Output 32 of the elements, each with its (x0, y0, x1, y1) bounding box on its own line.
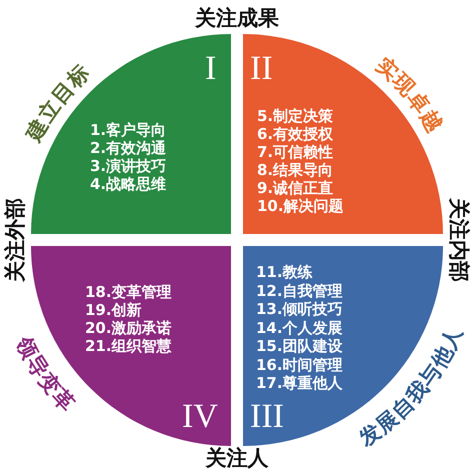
list-item: 8.结果导向 (257, 161, 334, 179)
list-item: 12.自我管理 (256, 282, 343, 300)
list-item: 13.倾听技巧 (256, 300, 343, 318)
roman-numeral: III (250, 400, 284, 434)
list-item: 9.诚信正直 (257, 179, 334, 197)
list-item: 7.可信赖性 (257, 143, 334, 161)
list-item: 10.解决问题 (257, 197, 344, 215)
roman-numeral: II (250, 52, 273, 86)
list-item: 18.变革管理 (85, 283, 172, 301)
list-item: 11.教练 (256, 263, 313, 281)
roman-numeral: I (205, 52, 216, 86)
list-item: 17.尊重他人 (256, 374, 343, 392)
quadrant-heading: 实现卓越 (372, 52, 448, 137)
list-item: 4.战略思维 (90, 175, 166, 193)
list-item: 15.团队建设 (256, 337, 343, 355)
list-item: 1.客户导向 (90, 121, 166, 139)
list-item: 3.演讲技巧 (90, 157, 166, 175)
quadrant-heading: 发展自我与他人 (354, 322, 468, 451)
axis-label: 关注内部 (447, 198, 471, 282)
list-item: 19.创新 (85, 301, 142, 319)
list-item: 14.个人发展 (256, 318, 343, 336)
quadrant-heading: 领导变革 (11, 332, 80, 417)
list-item: 6.有效授权 (257, 125, 334, 143)
axis-label: 关注成果 (195, 6, 279, 30)
roman-numeral: IV (182, 400, 218, 434)
list-item: 2.有效沟通 (90, 139, 166, 157)
list-item: 5.制定决策 (257, 107, 334, 125)
list-item: 16.时间管理 (256, 356, 343, 374)
list-item: 21.组织智慧 (85, 337, 172, 355)
list-item: 20.激励承诺 (85, 319, 172, 337)
axis-label: 关注人 (206, 446, 268, 470)
axis-label: 关注外部 (3, 198, 27, 282)
